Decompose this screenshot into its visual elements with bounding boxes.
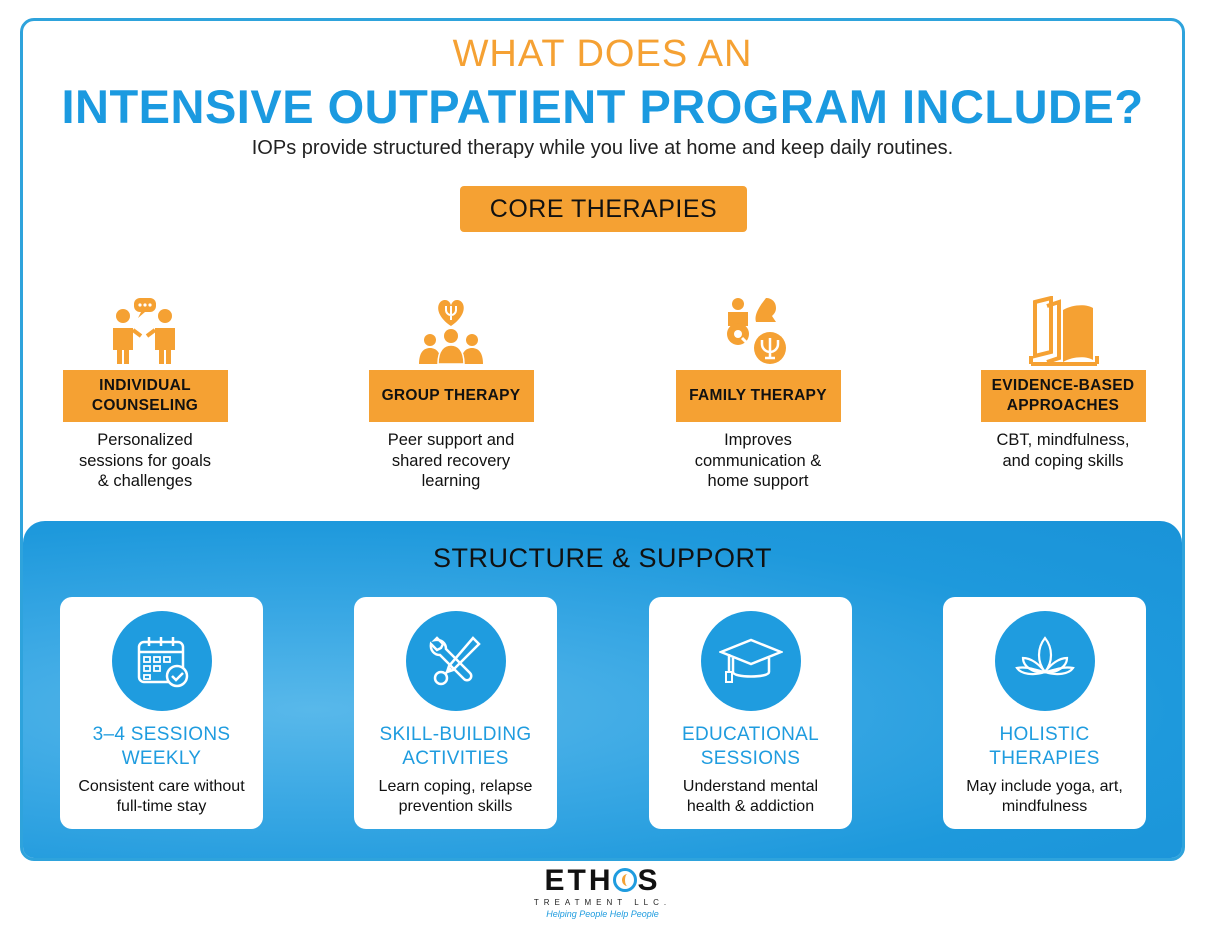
therapy-label: GROUP THERAPY [368, 370, 534, 422]
counseling-icon [113, 298, 175, 364]
card-description: May include yoga, art,mindfulness [966, 778, 1123, 815]
title-line-1: WHAT DOES AN [452, 33, 753, 75]
book-icon [1029, 296, 1099, 366]
logo-o-icon [613, 868, 638, 892]
support-title: STRUCTURE & SUPPORT [432, 543, 773, 573]
logo-subtitle: TREATMENT LLC. [533, 898, 672, 907]
structure-support-section: STRUCTURE & SUPPORT [23, 521, 1182, 858]
graduation-cap-icon [700, 611, 801, 711]
core-therapies-badge: CORE THERAPIES [460, 186, 747, 232]
logo-tagline: Helping People Help People [546, 909, 659, 919]
tools-icon [405, 611, 506, 711]
title-line-2: INTENSIVE OUTPATIENT PROGRAM INCLUDE? [61, 80, 1144, 133]
family-therapy-icon [727, 298, 786, 364]
lotus-icon [994, 611, 1095, 711]
therapy-label: FAMILY THERAPY [675, 370, 841, 422]
group-therapy-icon [419, 300, 483, 365]
infographic-frame: WHAT DOES AN INTENSIVE OUTPATIENT PROGRA… [20, 18, 1185, 861]
subtitle: IOPs provide structured therapy while yo… [251, 137, 954, 159]
calendar-icon [111, 611, 212, 711]
therapy-description: CBT, mindfulness,and coping skills [996, 431, 1130, 470]
